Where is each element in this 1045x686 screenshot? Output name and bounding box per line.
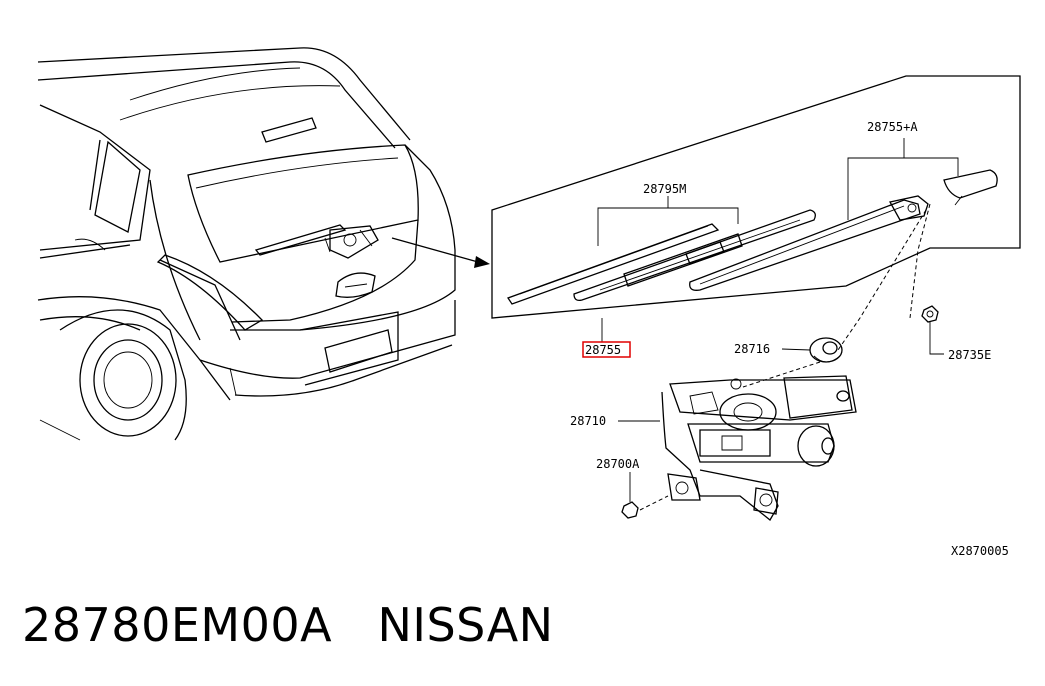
highlight-box <box>582 341 631 358</box>
caption: 28780EM00A NISSAN <box>22 598 554 652</box>
label-motor: 28710 <box>570 414 606 428</box>
wiper-blade-frame <box>573 209 816 302</box>
car-illustration <box>37 47 456 441</box>
part-number: 28780EM00A <box>22 598 333 652</box>
label-arm-assy: 28755+A <box>867 120 918 134</box>
brand-name: NISSAN <box>377 598 554 652</box>
label-blade-assy: 28755 <box>585 343 621 357</box>
label-pivot-cap: 28716 <box>734 342 770 356</box>
arm-cover-cap <box>943 169 998 206</box>
wiper-blade-refill <box>506 223 720 305</box>
label-blade-refill: 28795M <box>643 182 686 196</box>
label-bolt: 28700A <box>596 457 640 471</box>
diagram-code: X2870005 <box>951 544 1009 558</box>
bolt-part <box>621 472 669 519</box>
leader-arrow <box>391 237 490 268</box>
pivot-cap-part <box>781 337 843 363</box>
exploded-view-frame <box>491 75 1021 319</box>
assembly-dash-lines <box>739 203 931 389</box>
label-nut: 28735E <box>948 348 991 362</box>
nut-part <box>921 305 944 355</box>
wiper-motor-part <box>618 375 857 521</box>
callout-brackets <box>597 138 959 342</box>
